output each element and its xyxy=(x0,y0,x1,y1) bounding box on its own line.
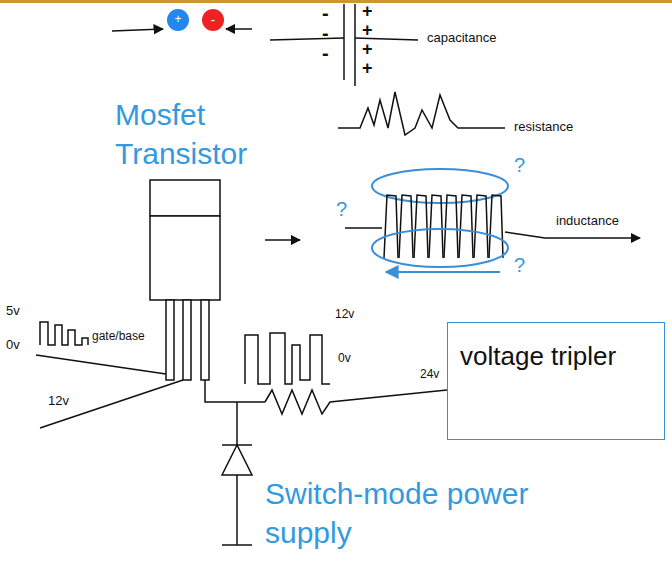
voltage-label: 12v xyxy=(335,308,354,321)
diode-symbol xyxy=(222,402,252,545)
title-label: Mosfet Transistor xyxy=(115,95,290,173)
gate-pulse xyxy=(40,322,88,345)
drain-wire xyxy=(40,380,183,428)
plate-sign: + xyxy=(362,21,373,41)
pin-label: gate/base xyxy=(92,330,145,343)
process-box: voltage tripler xyxy=(447,322,665,440)
source-wire xyxy=(205,380,265,402)
voltage-label: 24v xyxy=(420,368,439,381)
charge-sign: + xyxy=(174,13,181,26)
top-border xyxy=(0,0,672,3)
component-label: resistance xyxy=(514,120,573,134)
plate-sign: + xyxy=(362,40,373,60)
plate-sign: + xyxy=(362,2,373,22)
resistor-symbol xyxy=(265,390,447,414)
square-wave xyxy=(245,333,330,384)
coil-windings xyxy=(384,195,503,258)
coil-turn xyxy=(459,195,473,258)
coil-turn xyxy=(444,195,458,258)
component-label: inductance xyxy=(556,214,619,228)
capacitor-symbol xyxy=(270,4,418,86)
coil-turn xyxy=(384,195,398,258)
coil-turn xyxy=(414,195,428,258)
coil-lead xyxy=(345,227,382,229)
current-arrow xyxy=(265,239,300,241)
coil-turn xyxy=(474,195,488,258)
negative-charge xyxy=(202,9,224,31)
resistance-waveform xyxy=(338,92,505,135)
voltage-label: 5v xyxy=(6,304,20,318)
current-arrow xyxy=(505,232,640,238)
voltage-label: 12v xyxy=(48,394,69,408)
plate-sign: + xyxy=(362,59,373,79)
voltage-label: 0v xyxy=(338,352,351,365)
magnetic-field-loop xyxy=(372,169,508,203)
question-mark: ? xyxy=(514,154,525,176)
question-mark: ? xyxy=(336,198,347,220)
coil-turn xyxy=(429,195,443,258)
charge-sign: - xyxy=(211,13,215,27)
plate-sign: - xyxy=(322,42,329,64)
plate-sign: - xyxy=(322,2,329,24)
gate-wire xyxy=(36,355,166,374)
coil-turn xyxy=(399,195,413,258)
attraction-arrow xyxy=(112,29,163,31)
positive-charge xyxy=(167,9,189,31)
box-text: voltage tripler xyxy=(460,341,652,372)
coil-turn xyxy=(489,195,503,258)
mosfet-symbol xyxy=(150,180,220,380)
voltage-label: 0v xyxy=(6,338,20,352)
component-label: capacitance xyxy=(427,31,496,45)
field-arrow xyxy=(386,271,500,273)
question-mark: ? xyxy=(514,254,525,276)
title-label: Switch-mode power supply xyxy=(265,474,565,552)
attraction-arrow xyxy=(226,28,252,30)
plate-sign: - xyxy=(322,22,329,44)
magnetic-field-loop xyxy=(372,229,508,267)
